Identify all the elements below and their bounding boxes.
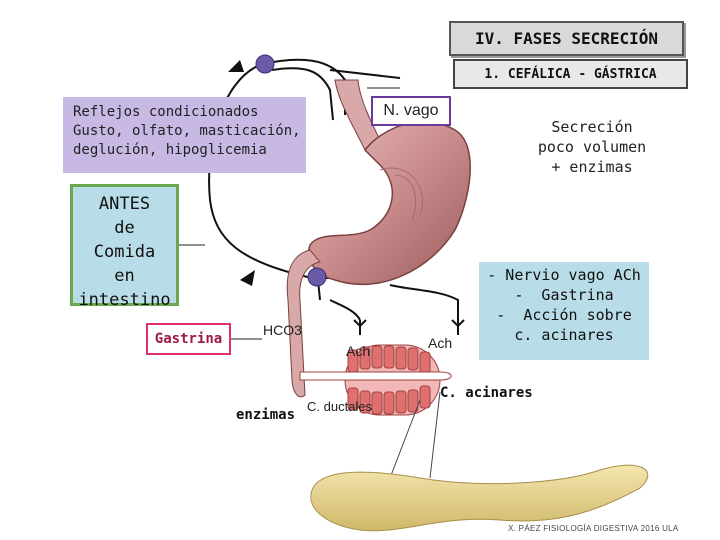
pancreas-shape [310, 464, 649, 532]
hco3-label: HCO3 [263, 322, 302, 338]
nerve-dot-bottom [307, 267, 327, 287]
secretion-line-1: Secreción [551, 118, 633, 136]
acinar-cells-label: C. acinares [440, 385, 533, 401]
mechanism-line-2: - Gastrina [514, 286, 614, 304]
enzimas-label: enzimas [236, 407, 296, 423]
mechanisms-box: - Nervio vago ACh - Gastrina - Acción so… [479, 262, 649, 360]
mechanism-line-1: - Nervio vago ACh [487, 266, 641, 284]
reflexes-line-2: Gusto, olfato, masticación, [73, 123, 301, 139]
footer-credit: X. PÁEZ FISIOLOGÍA DIGESTIVA 2016 ULA [508, 524, 679, 533]
ductal-cells-label: C. ductales [307, 399, 373, 414]
ach-label-left: Ach [346, 343, 371, 359]
antes-line-2: de [114, 218, 135, 238]
acinar-cells [299, 344, 452, 416]
page-title: IV. FASES SECRECIÓN [449, 21, 684, 56]
reflexes-line-3: deglución, hipoglicemia [73, 142, 267, 158]
phase-subtitle: 1. CEFÁLICA - GÁSTRICA [453, 59, 688, 89]
mechanism-line-4: c. acinares [514, 326, 614, 344]
secretion-line-2: poco volumen [537, 138, 647, 156]
nerve-dot-top [255, 54, 275, 74]
gastrina-box: Gastrina [146, 323, 231, 355]
stomach-shape [308, 121, 471, 286]
secretion-text: Secreción poco volumen + enzimas [532, 117, 652, 177]
antes-line-3: Comida [93, 242, 156, 262]
mechanism-line-3: - Acción sobre [496, 306, 632, 324]
ach-label-right: Ach [428, 335, 453, 351]
vagus-label: N. vago [371, 96, 451, 126]
antes-line-5: intestino [78, 290, 171, 310]
antes-line-1: ANTES [98, 194, 151, 214]
antes-line-4: en [114, 266, 135, 286]
reflexes-line-1: Reflejos condicionados [73, 104, 259, 120]
secretion-line-3: + enzimas [551, 158, 633, 176]
antes-box: ANTES de Comida en intestino [70, 184, 179, 310]
